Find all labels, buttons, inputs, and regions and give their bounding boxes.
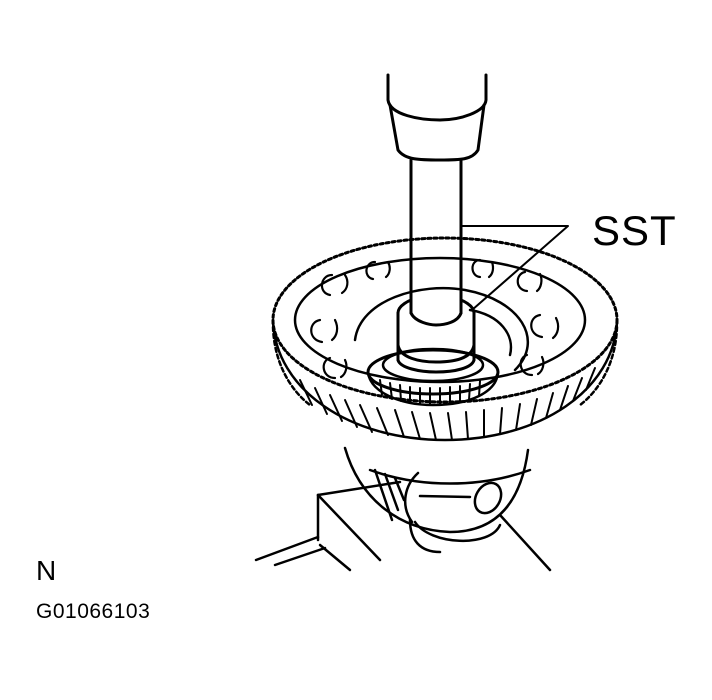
vise-block [254, 480, 552, 572]
differential-case [343, 446, 532, 554]
ring-gear [271, 236, 619, 442]
sst-tool [386, 73, 488, 374]
figure-code: G01066103 [36, 600, 151, 623]
sst-callout-label: SST [592, 207, 677, 254]
view-label: N [36, 555, 57, 586]
sst-leader-line [461, 225, 569, 311]
bearing [366, 347, 500, 407]
